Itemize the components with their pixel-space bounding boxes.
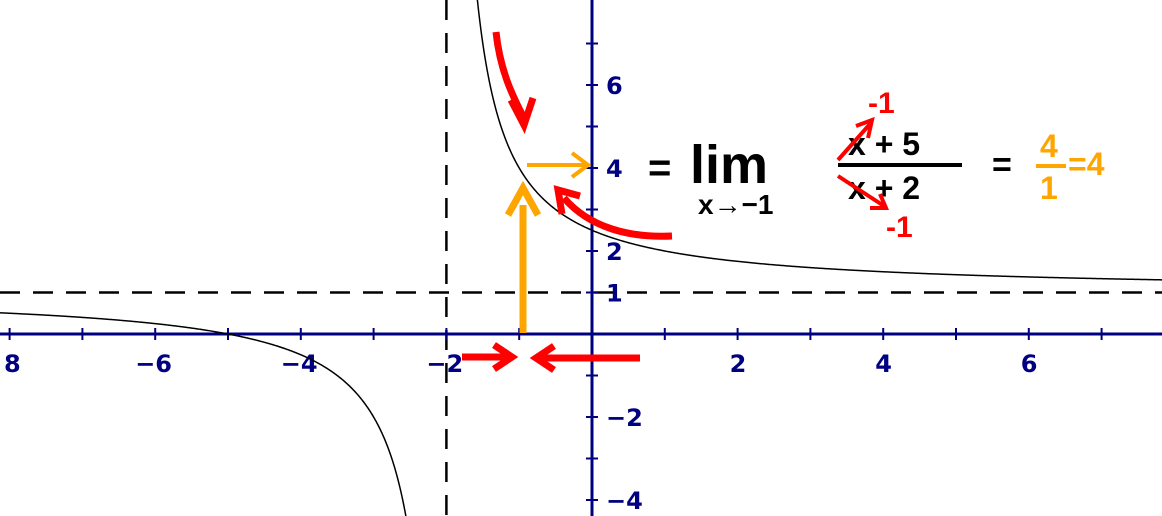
red-axis-arrow-right-head bbox=[529, 343, 556, 373]
result-fraction-denominator: 1 bbox=[1040, 170, 1058, 206]
red-axis-arrow-left-head bbox=[492, 342, 519, 372]
substitution-bottom-arrow bbox=[836, 174, 890, 210]
limit-annotation: = lim x→−1 x + 5 x + 2 -1 -1 = 4 1 =4 bbox=[648, 87, 1105, 244]
substitution-top-arrow bbox=[836, 116, 875, 162]
equals-sign-2: = bbox=[992, 146, 1012, 184]
orange-horizontal-arrow-head bbox=[570, 151, 592, 179]
red-arrow-from-top-head bbox=[507, 96, 537, 134]
y-tick-label: −4 bbox=[606, 487, 643, 515]
orange-arrows bbox=[504, 151, 592, 333]
curve-left-branch bbox=[0, 312, 407, 516]
lim-text: lim bbox=[690, 135, 768, 195]
y-tick-label: 2 bbox=[606, 238, 623, 266]
y-tick-label: −2 bbox=[606, 404, 643, 432]
y-tick-label: 4 bbox=[606, 155, 623, 183]
red-arrow-from-right bbox=[561, 195, 673, 240]
x-tick-label: 8 bbox=[4, 350, 21, 378]
result-fraction-numerator: 4 bbox=[1040, 128, 1058, 164]
orange-vertical-arrow-head bbox=[504, 180, 542, 217]
lim-subscript: x→−1 bbox=[698, 189, 774, 220]
equals-sign-1: = bbox=[648, 146, 671, 190]
y-tick-label: 6 bbox=[606, 72, 623, 100]
x-tick-label: 4 bbox=[875, 350, 892, 378]
x-tick-label: −6 bbox=[135, 350, 172, 378]
x-tick-label: −2 bbox=[426, 350, 463, 378]
substitution-bottom: -1 bbox=[886, 211, 913, 244]
substitution-top: -1 bbox=[868, 87, 895, 120]
numerator: x + 5 bbox=[848, 126, 920, 162]
y-tick-label: 1 bbox=[606, 280, 623, 308]
result-value: =4 bbox=[1068, 146, 1105, 182]
x-tick-label: 6 bbox=[1021, 350, 1038, 378]
x-tick-label: 2 bbox=[730, 350, 747, 378]
tick-marks bbox=[8, 42, 1103, 501]
curve-right-branch bbox=[476, 0, 1162, 281]
red-arrows bbox=[462, 31, 673, 373]
red-arrow-from-right-head bbox=[553, 185, 581, 215]
